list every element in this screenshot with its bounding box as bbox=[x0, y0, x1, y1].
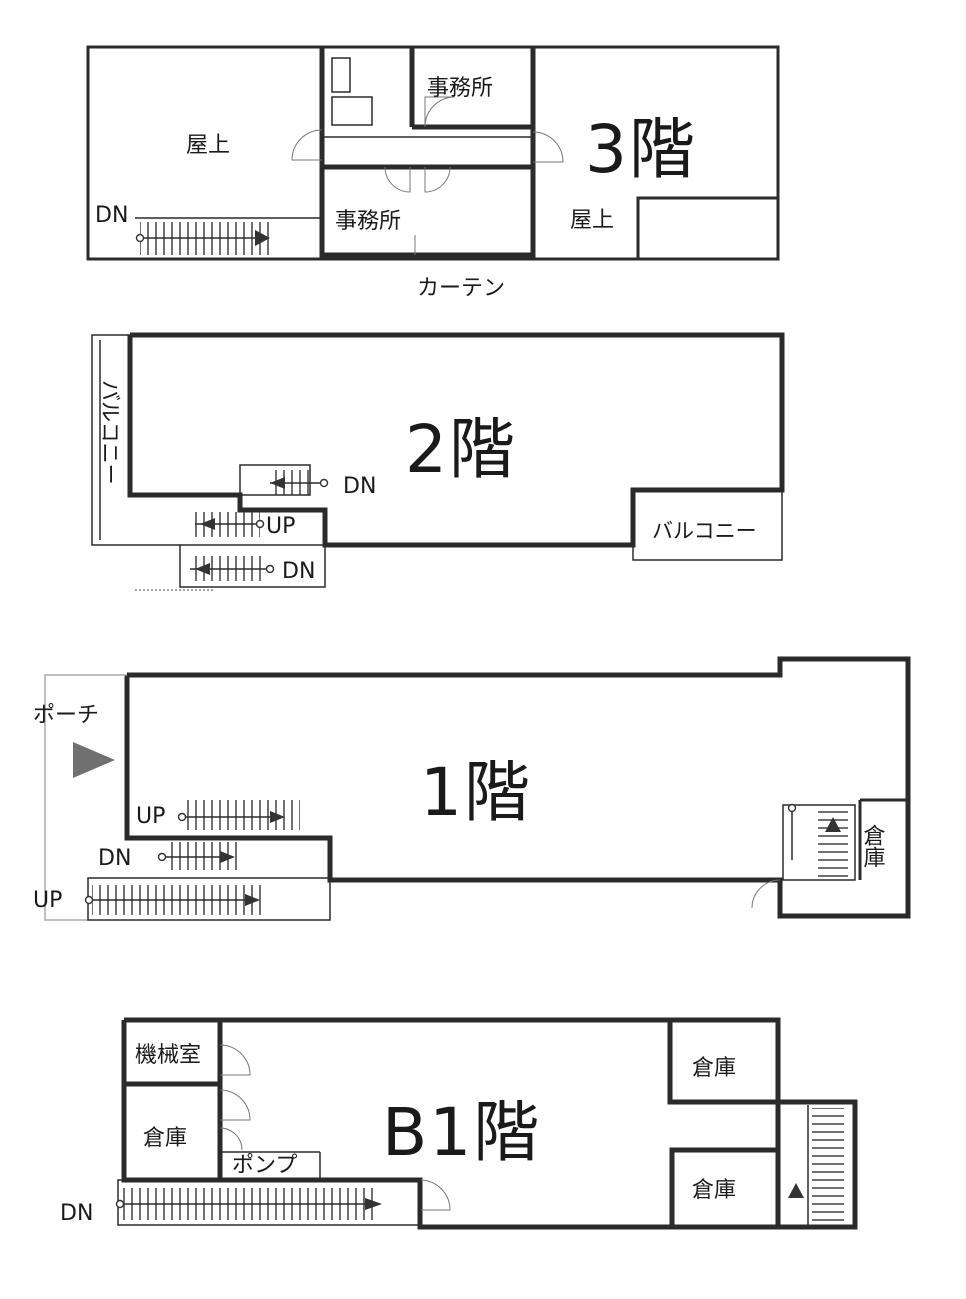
stair-label-up-2: UP bbox=[33, 888, 62, 913]
stair-start-dot bbox=[255, 519, 265, 529]
door bbox=[384, 166, 411, 193]
room-label-storage-bottom-right: 倉庫 bbox=[692, 1178, 736, 1203]
room-label-storage-left: 倉庫 bbox=[143, 1126, 187, 1151]
stair-box bbox=[179, 544, 326, 588]
balcony-right-outline bbox=[632, 490, 783, 561]
floor-3f-notch bbox=[636, 47, 780, 259]
balcony-left-outline bbox=[91, 334, 180, 546]
room-label-office-bottom: 事務所 bbox=[335, 209, 401, 234]
floor-3f: 屋上 事務所 事務所 屋上 DN カーテン 3階 bbox=[86, 45, 780, 301]
floor-1f: 1階 ポーチ UP DN UP 倉庫 bbox=[33, 656, 911, 921]
stair-start-dot bbox=[177, 812, 187, 822]
floor-title-1f: 1階 bbox=[420, 754, 532, 831]
floor-title-b1: B1階 bbox=[382, 1094, 541, 1171]
door bbox=[532, 131, 564, 163]
stair-arrow-icon bbox=[220, 851, 235, 863]
stair-start-dot bbox=[115, 1199, 125, 1209]
balcony-label-left: バルコニー bbox=[98, 380, 122, 485]
door bbox=[419, 1179, 451, 1211]
stair-start-dot bbox=[157, 852, 167, 862]
stair-label-dn: DN bbox=[95, 203, 128, 228]
door bbox=[751, 879, 781, 909]
room-label-office-top: 事務所 bbox=[427, 76, 493, 101]
fixture bbox=[331, 57, 351, 93]
stair-label-up-1: UP bbox=[136, 804, 165, 829]
room-label-storage-top-right: 倉庫 bbox=[692, 1056, 736, 1081]
door bbox=[219, 1127, 243, 1151]
stair-arrow-icon bbox=[200, 518, 215, 530]
stair-arrow-icon bbox=[245, 894, 260, 906]
floor-b1: B1階 機械室 倉庫 ポンプ 倉庫 倉庫 DN bbox=[60, 1017, 858, 1230]
stair-label-dn: DN bbox=[98, 846, 131, 871]
stair-arrow-icon bbox=[365, 1198, 382, 1210]
door bbox=[424, 166, 451, 193]
door bbox=[219, 1044, 251, 1076]
stair-box bbox=[782, 804, 856, 881]
wall bbox=[667, 1020, 778, 1105]
stair-arrow-icon bbox=[255, 230, 270, 246]
stair-arrow-icon bbox=[825, 817, 841, 832]
door bbox=[291, 129, 323, 161]
porch-outline bbox=[44, 674, 127, 921]
door bbox=[424, 96, 456, 128]
room-label-machine-room: 機械室 bbox=[135, 1043, 201, 1068]
stair-start-dot bbox=[319, 478, 329, 488]
room-label-rooftop-right: 屋上 bbox=[570, 208, 614, 233]
stair-treads bbox=[812, 1108, 844, 1223]
wall bbox=[669, 1147, 778, 1227]
stair-label-dn: DN bbox=[60, 1201, 93, 1226]
stair-start-dot bbox=[265, 564, 275, 574]
stair-label-dn-top: DN bbox=[343, 474, 376, 499]
floor-b1-stair-outline bbox=[778, 1099, 858, 1230]
floor-title-3f: 3階 bbox=[585, 111, 697, 188]
fixture bbox=[331, 96, 373, 126]
stair-arrow-icon bbox=[270, 477, 285, 489]
room-label-rooftop-left: 屋上 bbox=[186, 133, 230, 158]
stair-start-dot bbox=[135, 233, 145, 243]
stair-arrow-icon bbox=[270, 811, 285, 823]
room-label-pump: ポンプ bbox=[232, 1153, 297, 1178]
stair-arrow-icon bbox=[195, 563, 210, 575]
stair-treads bbox=[185, 800, 300, 830]
floor-title-2f: 2階 bbox=[405, 411, 517, 488]
floor-2f: 2階 DN UP DN バルコニー バルコニー bbox=[91, 332, 785, 591]
storage-label: 倉庫 bbox=[860, 824, 886, 868]
stair-arrow-icon bbox=[788, 1183, 804, 1198]
balcony-label-right: バルコニー bbox=[652, 519, 757, 543]
stair-start-dot bbox=[787, 803, 797, 813]
porch-label: ポーチ bbox=[33, 703, 99, 728]
stair-label-up: UP bbox=[266, 514, 295, 539]
entrance-arrow-icon bbox=[73, 742, 115, 778]
floor-1f-outline bbox=[124, 656, 911, 919]
curtain-label: カーテン bbox=[417, 276, 505, 301]
stair-start-dot bbox=[84, 895, 94, 905]
door bbox=[219, 1089, 251, 1121]
stair-label-dn-bottom: DN bbox=[282, 559, 315, 584]
